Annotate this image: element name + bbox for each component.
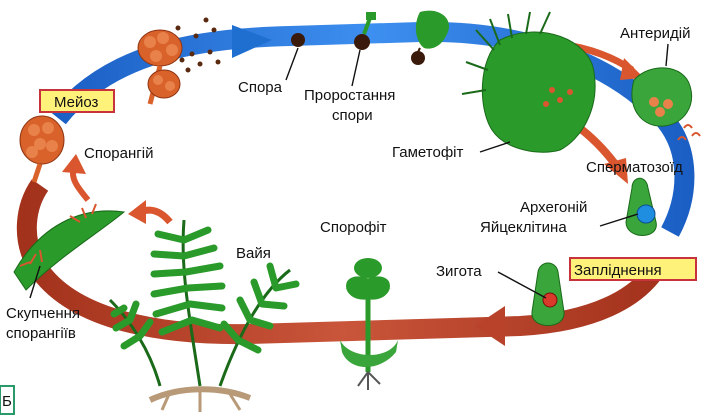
- corner-mark: Б: [2, 393, 12, 410]
- spore-pointer: [286, 48, 298, 80]
- egg-cell-label: Яйцеклітина: [480, 219, 567, 236]
- antheridium-icon: [632, 68, 692, 126]
- antheridium-pointer: [666, 44, 668, 66]
- sorus-label-line2: спорангіїв: [6, 325, 76, 342]
- archegonium-label: Архегоній: [520, 199, 587, 216]
- fertilization-label: Запліднення: [574, 262, 662, 279]
- meiosis-label: Мейоз: [54, 94, 99, 111]
- spore-label: Спора: [238, 79, 283, 96]
- zygote-icon: [532, 263, 564, 326]
- germination-pointer: [352, 50, 360, 86]
- spore-germination-label-line2: спори: [332, 107, 373, 124]
- zygote-label: Зигота: [436, 263, 482, 280]
- spore-icon: [291, 33, 305, 47]
- archegonium-icon: [626, 178, 656, 235]
- spore-germination-label-line1: Проростання: [304, 87, 395, 104]
- arrowhead: [62, 154, 86, 174]
- sporangium-label: Спорангій: [84, 145, 153, 162]
- antheridium-label: Антеридій: [620, 25, 691, 42]
- gametophyte-label: Гаметофіт: [392, 144, 463, 161]
- spermatozoid-label: Сперматозоїд: [586, 159, 683, 176]
- frond-label: Вайя: [236, 245, 271, 262]
- gametophyte-pointer: [480, 142, 510, 152]
- sorus-label-line1: Скупчення: [6, 305, 80, 322]
- sporangium-icon: [20, 116, 64, 182]
- sporophyte-label: Спорофіт: [320, 219, 387, 236]
- arrowhead: [128, 200, 146, 224]
